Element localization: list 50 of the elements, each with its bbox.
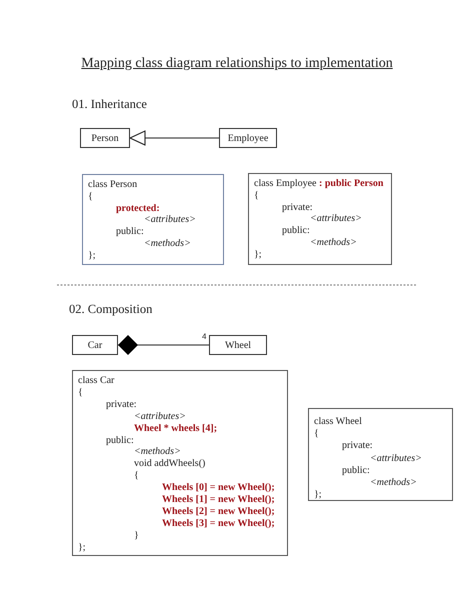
code-line: <attributes>	[310, 213, 362, 226]
code-box	[72, 370, 288, 556]
code-line: class Employee : public Person	[254, 178, 384, 190]
code-line: {	[88, 190, 93, 203]
code-line: };	[88, 250, 96, 262]
code-line: private:	[106, 398, 137, 411]
code-line: {	[314, 428, 319, 440]
code-line: };	[78, 542, 86, 554]
code-line: <attributes>	[370, 452, 422, 465]
code-line: <methods>	[134, 446, 181, 458]
code-line: <methods>	[144, 238, 191, 250]
code-line: {	[254, 190, 259, 202]
code-line: <methods>	[310, 236, 357, 249]
code-line: };	[314, 489, 322, 502]
code-line: }	[134, 530, 139, 542]
code-line: Wheels [2] = new Wheel();	[162, 506, 275, 518]
code-line: {	[134, 470, 139, 482]
inheritance-arrow	[130, 130, 220, 146]
code-line: void addWheels()	[134, 458, 206, 470]
composition-connector	[118, 335, 210, 355]
code-line: public:	[282, 225, 310, 237]
code-line: <attributes>	[134, 410, 186, 423]
code-line: <methods>	[370, 477, 417, 490]
code-box	[82, 174, 224, 265]
code-line: public:	[116, 226, 144, 238]
code-box	[248, 173, 392, 265]
code-line: class Wheel	[314, 416, 362, 428]
code-line: public:	[342, 464, 370, 478]
multiplicity-label: 4	[201, 332, 208, 341]
section-heading: 01. Inheritance	[72, 97, 147, 112]
class-box: Wheel	[209, 335, 267, 355]
code-line: protected:	[116, 202, 160, 214]
code-line: class Person	[88, 179, 138, 191]
code-line: {	[78, 386, 83, 399]
class-box: Person	[80, 128, 130, 148]
page-title: Mapping class diagram relationships to implementation	[81, 56, 393, 72]
code-line: <attributes>	[144, 214, 196, 226]
code-line: public:	[106, 434, 134, 446]
class-box: Employee	[219, 128, 277, 148]
code-line: private:	[342, 440, 373, 453]
code-line: };	[254, 248, 262, 261]
code-box	[308, 408, 453, 501]
code-line: Wheel * wheels [4];	[134, 422, 218, 435]
code-line: Wheels [0] = new Wheel();	[162, 482, 275, 494]
code-line: private:	[282, 202, 313, 214]
code-line: Wheels [3] = new Wheel();	[162, 518, 275, 530]
code-line: Wheels [1] = new Wheel();	[162, 494, 275, 506]
code-line: class Car	[78, 375, 114, 387]
class-box: Car	[72, 335, 118, 355]
section-heading: 02. Composition	[69, 302, 152, 317]
